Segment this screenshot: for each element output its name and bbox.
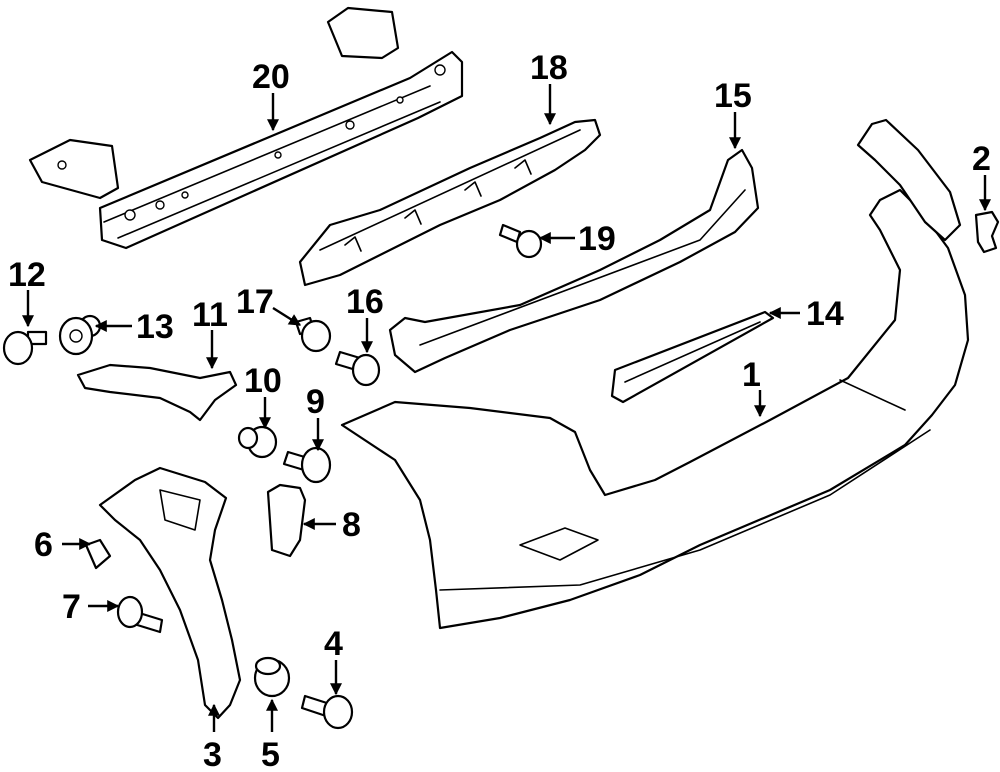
fastener-13	[58, 314, 102, 356]
absorber-bracket	[298, 118, 602, 287]
callout-14: 14	[806, 295, 844, 333]
fastener-16	[334, 350, 381, 387]
callout-15: 15	[714, 77, 752, 115]
callout-5: 5	[261, 736, 280, 772]
side-bracket-rail	[388, 148, 760, 374]
callout-1: 1	[742, 356, 761, 394]
retainer-clip	[974, 210, 1000, 254]
callout-7: 7	[62, 588, 81, 626]
fastener-6	[84, 538, 112, 570]
fastener-17	[294, 316, 332, 353]
callout-20: 20	[252, 58, 290, 96]
callout-4: 4	[324, 625, 343, 663]
fastener-4	[300, 694, 354, 730]
callout-16: 16	[346, 283, 384, 321]
callout-11: 11	[192, 296, 228, 334]
fastener-7	[116, 595, 164, 634]
callout-3: 3	[203, 736, 222, 772]
callout-9: 9	[306, 383, 325, 421]
reinforcement-beam	[28, 6, 464, 250]
fastener-5	[253, 656, 291, 698]
side-retainer	[76, 363, 238, 422]
fastener-19	[498, 223, 543, 259]
callout-12: 12	[8, 256, 46, 294]
callout-6: 6	[34, 526, 53, 564]
callout-10: 10	[244, 362, 282, 400]
callout-17: 17	[236, 283, 274, 321]
fastener-9	[282, 446, 332, 484]
parking-sensor	[266, 483, 307, 558]
fastener-12	[2, 330, 48, 366]
callout-19: 19	[578, 220, 616, 258]
callout-numbers: 1 2 3 4 5 6 7 8 9 10 11 12 13 14 15 16 1…	[8, 49, 991, 772]
callout-2: 2	[972, 140, 991, 178]
leader-lines	[22, 84, 991, 732]
bumper-cover	[340, 118, 970, 630]
mounting-bracket	[98, 466, 242, 720]
callout-8: 8	[342, 506, 361, 544]
reflector-strip	[610, 310, 775, 404]
callout-18: 18	[530, 49, 568, 87]
fastener-10	[237, 425, 278, 459]
callout-13: 13	[136, 308, 174, 346]
